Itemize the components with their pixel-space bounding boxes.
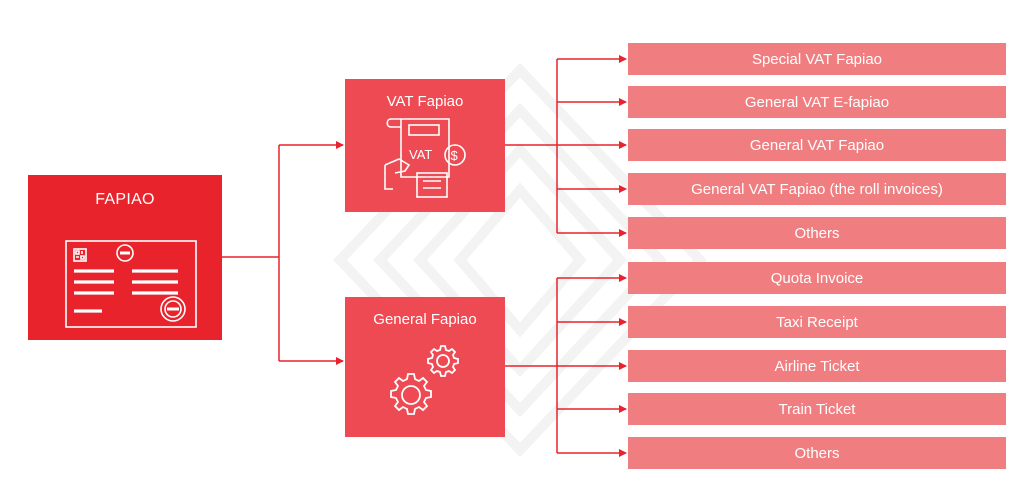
leaf-train-ticket: Train Ticket — [628, 393, 1006, 425]
leaf-label: General VAT Fapiao — [749, 136, 885, 154]
leaf-special-vat-fapiao: Special VAT Fapiao — [628, 43, 1006, 75]
leaf-label: Others — [794, 224, 840, 242]
category-title: General Fapiao — [373, 311, 477, 328]
leaf-general-vat-fapiao-roll: General VAT Fapiao (the roll invoices) — [628, 173, 1006, 205]
fapiao-root-node: FAPIAO — [28, 175, 222, 340]
leaf-general-vat-e-fapiao: General VAT E-fapiao — [628, 86, 1006, 118]
svg-text:VAT: VAT — [409, 147, 432, 162]
vat-receipt-icon: VAT $ — [384, 118, 466, 198]
leaf-label: Quota Invoice — [770, 269, 864, 287]
leaf-label: General VAT Fapiao (the roll invoices) — [691, 180, 943, 198]
leaf-label: Train Ticket — [778, 400, 856, 418]
leaf-general-vat-fapiao: General VAT Fapiao — [628, 129, 1006, 161]
invoice-document-icon — [65, 240, 197, 328]
root-title: FAPIAO — [95, 191, 155, 208]
leaf-label: Others — [794, 444, 840, 462]
gears-icon — [390, 345, 459, 415]
leaf-label: Special VAT Fapiao — [751, 50, 883, 68]
svg-text:$: $ — [451, 148, 459, 163]
leaf-airline-ticket: Airline Ticket — [628, 350, 1006, 382]
leaf-quota-invoice: Quota Invoice — [628, 262, 1006, 294]
category-title: VAT Fapiao — [386, 93, 464, 110]
leaf-label: Airline Ticket — [774, 357, 860, 375]
leaf-label: General VAT E-fapiao — [744, 93, 890, 111]
leaf-taxi-receipt: Taxi Receipt — [628, 306, 1006, 338]
leaf-general-others: Others — [628, 437, 1006, 469]
vat-fapiao-node: VAT Fapiao VAT $ — [345, 79, 505, 212]
general-fapiao-node: General Fapiao — [345, 297, 505, 437]
leaf-label: Taxi Receipt — [776, 313, 858, 331]
leaf-vat-others: Others — [628, 217, 1006, 249]
